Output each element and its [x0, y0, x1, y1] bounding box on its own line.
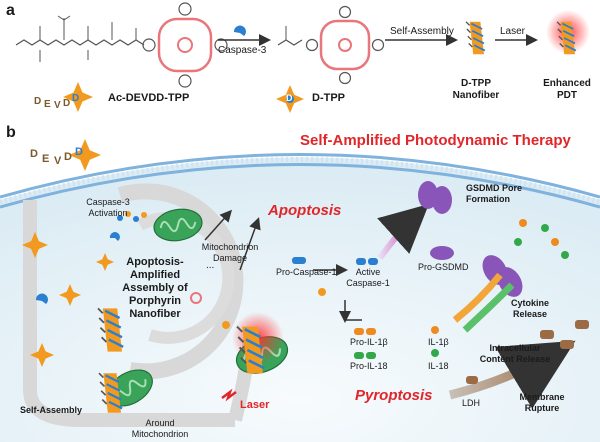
ellipsis-label: ... [206, 260, 215, 271]
peptide-letter: V [54, 155, 62, 167]
peptide-letter: V [54, 100, 61, 111]
cytokine-release-label: Cytokine Release [510, 298, 549, 319]
self-assembly-a-label: Self-Assembly [390, 26, 454, 37]
enhanced-pdt-label: Enhanced PDT [543, 78, 591, 101]
pro-il1b-label: Pro-IL-1β [350, 337, 388, 347]
center-cycle-label: Apoptosis- Amplified Assembly of Porphyr… [122, 256, 188, 320]
active-caspase1-label: Active Caspase-1 [346, 267, 390, 288]
peptide-letter: D [72, 93, 80, 104]
around-mito-label: Around Mitochondrion [131, 418, 189, 439]
peptide-letter: D [30, 148, 38, 160]
pro-caspase1-label: Pro-Caspase-1 [276, 267, 337, 277]
panel-b-label: b [6, 124, 16, 141]
apoptosis-label: Apoptosis [268, 202, 342, 219]
self-assembly-b-label: Self-Assembly [20, 405, 83, 415]
peptide-letter: E [44, 99, 51, 110]
peptide-letter: D [64, 151, 72, 163]
ldh-label: LDH [462, 398, 481, 408]
peptide-letter: D [34, 96, 42, 107]
pyroptosis-label: Pyroptosis [355, 387, 433, 404]
peptide-letter: E [42, 153, 50, 165]
pro-gsdmd-label: Pro-GSDMD [418, 262, 469, 272]
panel-b-title: Self-Amplified Photodynamic Therapy [300, 132, 571, 149]
pro-il18-label: Pro-IL-18 [350, 361, 388, 371]
d-tpp-label: D-TPP [312, 92, 345, 104]
peptide-letter: D [63, 98, 71, 109]
mito-damage-label: Mitochondrion Damage [201, 242, 259, 263]
membrane-rupture-label: Membrane Rupture [519, 392, 565, 413]
il1b-label: IL-1β [428, 337, 449, 347]
gsdmd-pore-label: GSDMD Pore Formation [466, 183, 523, 204]
laser-a-label: Laser [500, 26, 526, 37]
intracellular-release-label: Intracellular Content Release [479, 343, 551, 364]
caspase3-activation-label: Caspase-3 Activation [86, 197, 130, 218]
d-tpp-nanofiber-label: D-TPP Nanofiber [452, 78, 500, 101]
peptide-letter: D [75, 146, 83, 158]
il18-label: IL-18 [428, 361, 449, 371]
d-letter: D [286, 93, 293, 103]
ac-devdd-tpp-label: Ac-DEVDD-TPP [108, 92, 190, 104]
caspase3-label: Caspase-3 [218, 45, 267, 56]
panel-a-label: a [6, 2, 15, 19]
laser-b-label: Laser [240, 399, 270, 411]
